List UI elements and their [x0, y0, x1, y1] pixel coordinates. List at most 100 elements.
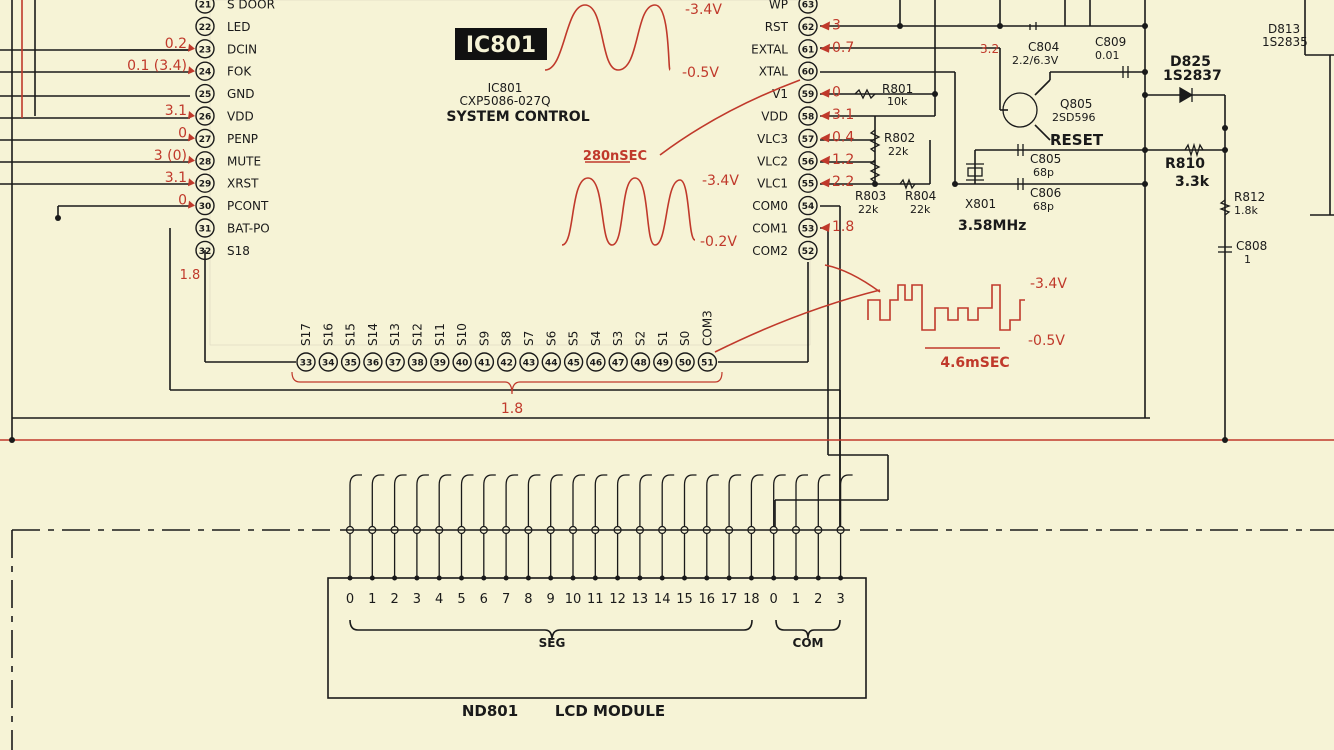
- pin-24-name: FOK: [227, 65, 252, 79]
- clock-waveform: [561, 161, 696, 246]
- lcd-line-com-3: [839, 474, 853, 578]
- lcd-number-seg-17: 17: [721, 592, 738, 607]
- pin-35-number: 35: [344, 359, 357, 369]
- lcd-number-seg-2: 2: [390, 592, 398, 607]
- pin-59-circle: [798, 83, 818, 104]
- r812-value: 1.8k: [1234, 204, 1258, 217]
- com-period-label: 4.6mSEC: [940, 355, 1009, 371]
- pin-47-circle: [608, 352, 628, 372]
- com-high-label: -3.4V: [1030, 276, 1067, 292]
- pin-24-arrow: [188, 66, 195, 75]
- pin-51-circle: [697, 352, 718, 372]
- lcd-title: ND801: [462, 702, 518, 720]
- pin-52-number: 52: [802, 247, 815, 257]
- pin-33-number: 33: [300, 359, 313, 369]
- pin-59-number: 59: [802, 90, 815, 100]
- pin-30-number: 30: [199, 202, 212, 212]
- pin-38-number: 38: [411, 359, 424, 369]
- lcd-number-com-0: 0: [770, 592, 778, 607]
- lcd-number-com-3: 3: [836, 592, 844, 607]
- pin-22-circle: [195, 16, 215, 37]
- q805-ref: Q805: [1060, 97, 1092, 111]
- pin-59-arrow: [820, 88, 830, 98]
- pin-36-circle: [363, 352, 383, 372]
- pin-63-number: 63: [802, 1, 815, 11]
- resistor-symbols: [854, 22, 1232, 253]
- lcd-line-seg-4: [438, 474, 452, 578]
- pin-26-name: VDD: [227, 110, 254, 124]
- pin-41-circle: [474, 352, 495, 372]
- pin-62-number: 62: [802, 23, 815, 33]
- pin-33-name: S17: [299, 323, 313, 346]
- pin-53-voltage: 1.8: [832, 219, 854, 235]
- pin-54-number: 54: [802, 202, 815, 212]
- d813-ref: D813: [1268, 22, 1300, 36]
- pin-36-number: 36: [367, 359, 380, 369]
- pin-27-circle: [195, 128, 215, 149]
- pin-26-circle: [195, 106, 215, 126]
- c808-value: 1: [1244, 253, 1251, 266]
- pin-52-name: COM2: [752, 244, 788, 258]
- lcd-frame: [11, 529, 1334, 750]
- lcd-number-seg-5: 5: [457, 592, 465, 607]
- r810-ref: R810: [1165, 156, 1205, 172]
- r801-value: 10k: [887, 95, 908, 108]
- lcd-number-seg-11: 11: [587, 592, 604, 607]
- pin-29-voltage: 3.1: [165, 170, 187, 186]
- pin-50-number: 50: [679, 359, 692, 369]
- pin-48-circle: [630, 352, 651, 372]
- lcd-line-seg-14: [661, 474, 675, 578]
- pin-29-name: XRST: [227, 177, 259, 191]
- pin-28-arrow: [188, 155, 195, 164]
- pin-32-number: 32: [199, 247, 212, 257]
- pin-24-number: 24: [199, 68, 212, 78]
- clock-period-label: 280nSEC: [583, 149, 647, 164]
- pin-23-number: 23: [199, 45, 212, 55]
- pin-32-name: S18: [227, 244, 250, 258]
- pin-55-number: 55: [802, 180, 815, 190]
- pin-62-arrow: [820, 21, 830, 31]
- pin-59-voltage: 0: [832, 85, 841, 101]
- pin-40-name: S10: [455, 323, 469, 346]
- ic-bottom-pins: 33S1734S1635S1536S1437S1338S1239S1140S10…: [296, 310, 718, 372]
- pin-28-name: MUTE: [227, 154, 261, 168]
- lcd-com-label: COM: [793, 636, 824, 650]
- pin-53-arrow: [820, 223, 830, 232]
- com-waveform: [659, 79, 1025, 353]
- lcd-line-seg-11: [594, 474, 608, 578]
- pin-39-number: 39: [434, 359, 447, 369]
- pin-43-number: 43: [523, 359, 536, 369]
- pin-34-circle: [318, 352, 338, 372]
- pin-39-name: S11: [433, 323, 447, 346]
- lcd-line-seg-5: [460, 474, 474, 578]
- pin-24-circle: [195, 61, 215, 81]
- pin-60-circle: [798, 61, 818, 81]
- pin-50-circle: [675, 352, 695, 372]
- ic801-badge: IC801: [466, 33, 536, 58]
- x801-value: 3.58MHz: [958, 218, 1026, 234]
- pin-35-circle: [340, 352, 361, 372]
- pin-30-circle: [195, 195, 215, 216]
- pin-26-number: 26: [199, 113, 212, 123]
- lcd-number-seg-8: 8: [524, 592, 532, 607]
- lcd-line-seg-16: [706, 474, 719, 578]
- c805-value: 68p: [1033, 166, 1054, 179]
- pin-61-number: 61: [802, 45, 815, 55]
- pin-60-number: 60: [802, 68, 815, 78]
- ic801-part: CXP5086-027Q: [459, 94, 550, 108]
- c809-value: 0.01: [1095, 49, 1120, 62]
- pin-23-voltage: 0.2: [165, 36, 187, 52]
- pin-24-voltage: 0.1 (3.4): [127, 58, 187, 74]
- lcd-line-seg-9: [550, 474, 563, 578]
- r812-ref: R812: [1234, 190, 1265, 204]
- pin-59-name: V1: [772, 87, 788, 101]
- pin-51-name: COM3: [700, 310, 714, 346]
- pin-29-number: 29: [199, 180, 212, 190]
- pin-50-name: S0: [678, 331, 692, 346]
- lcd-line-com-2: [817, 474, 831, 578]
- pin-23-arrow: [188, 43, 195, 52]
- pin-57-circle: [798, 128, 818, 149]
- pin-26-arrow: [188, 111, 195, 119]
- pin-28-number: 28: [199, 157, 212, 167]
- pin-31-circle: [195, 218, 215, 238]
